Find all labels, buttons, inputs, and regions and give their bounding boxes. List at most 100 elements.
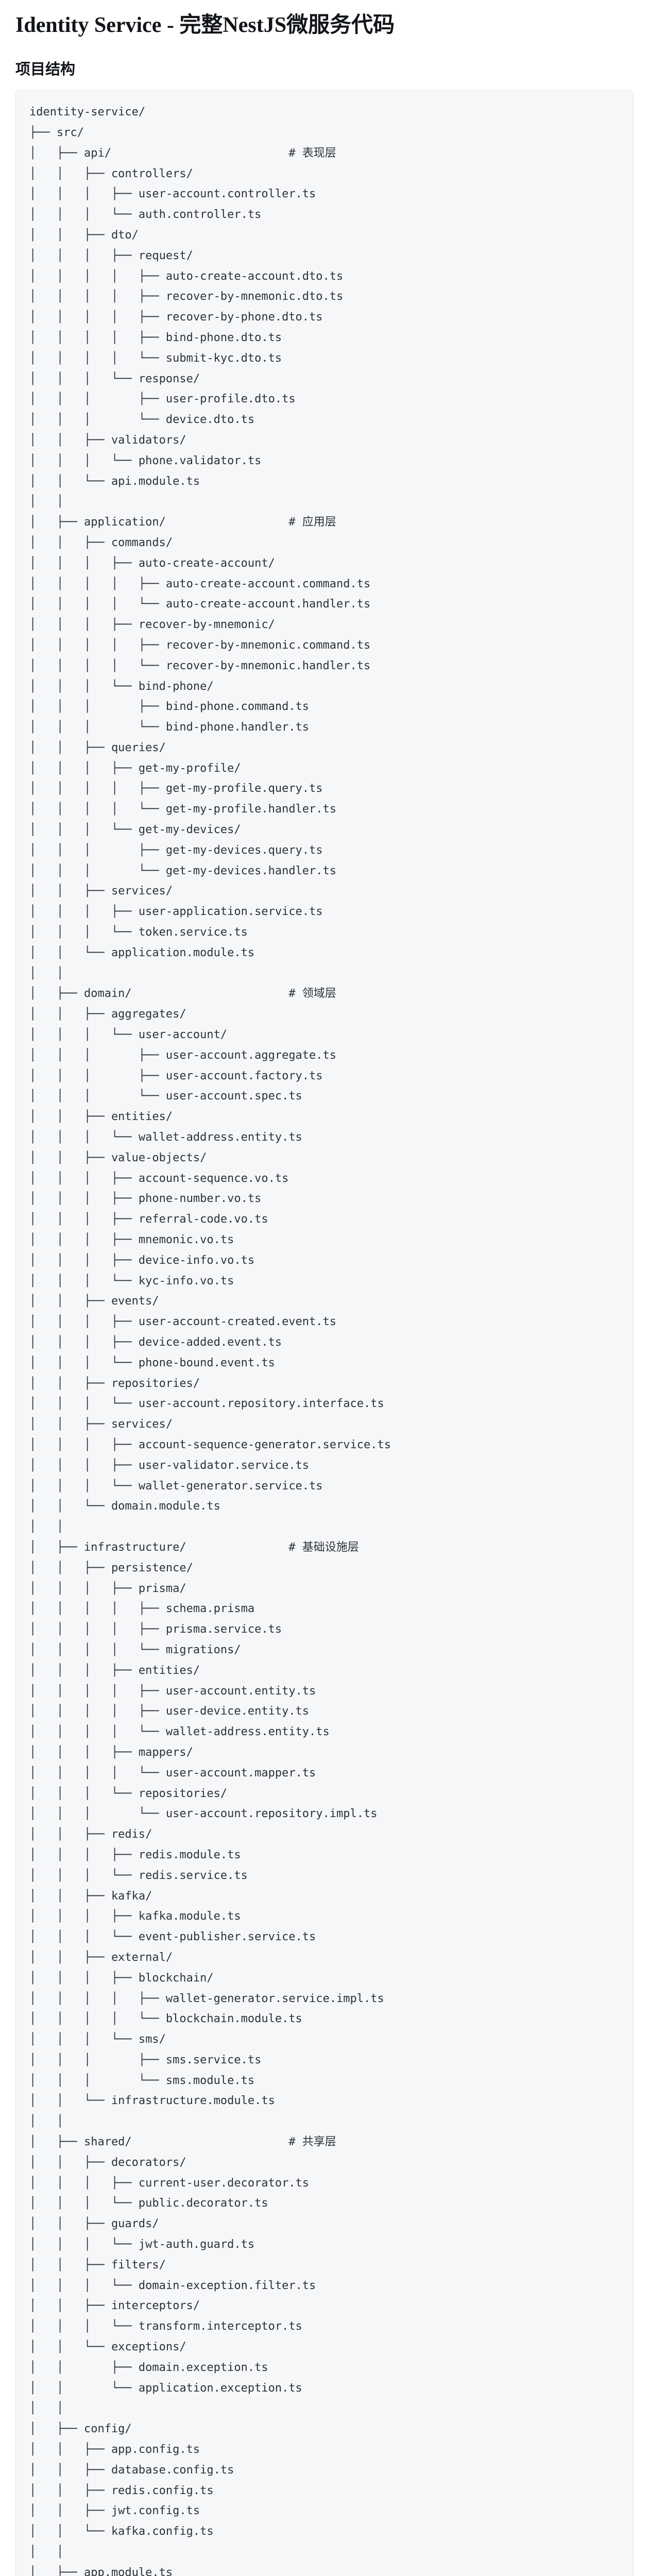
tree-line: │ │ │ │ ├── auto-create-account.dto.ts: [29, 269, 344, 283]
tree-line: │ │ │ ├── account-sequence.vo.ts: [29, 1172, 289, 1185]
tree-line: │ │ │ ├── user-account.aggregate.ts: [29, 1048, 337, 1062]
tree-line: │ │ ├── entities/: [29, 1110, 173, 1124]
tree-line: │ │ │ └── phone-bound.event.ts: [29, 1356, 275, 1369]
tree-line: │ │ │ │ └── user-account.mapper.ts: [29, 1766, 316, 1780]
tree-line: ├── src/: [29, 126, 84, 139]
tree-line: │ │: [29, 1520, 64, 1534]
tree-line: │ │ │ │ └── auto-create-account.handler.…: [29, 598, 371, 611]
tree-line: │ │ │ └── redis.service.ts: [29, 1869, 248, 1882]
tree-line: │ │: [29, 2546, 64, 2559]
tree-line: │ │ │ ├── bind-phone.command.ts: [29, 700, 310, 714]
tree-line: │ │ ├── decorators/: [29, 2156, 186, 2169]
tree-line: │ ├── infrastructure/ # 基础设施层: [29, 1540, 359, 1554]
tree-line: │ │ │ │ └── submit-kyc.dto.ts: [29, 351, 282, 365]
tree-line: │ │ │ │ ├── auto-create-account.command.…: [29, 577, 371, 590]
tree-line: │ │ │ │ └── recover-by-mnemonic.handler.…: [29, 659, 371, 672]
tree-line: │ │ ├── repositories/: [29, 1377, 200, 1390]
tree-line: │ │ │ │ ├── recover-by-mnemonic.dto.ts: [29, 290, 344, 303]
tree-line: │ │ │ ├── recover-by-mnemonic/: [29, 618, 275, 632]
tree-line: │ │: [29, 967, 64, 980]
tree-line: │ │ ├── persistence/: [29, 1561, 193, 1574]
tree-line: │ │ │ ├── blockchain/: [29, 1971, 214, 1985]
tree-line: │ │ ├── guards/: [29, 2217, 159, 2231]
tree-line: │ │ ├── value-objects/: [29, 1151, 207, 1164]
tree-line: │ │ │ │ └── get-my-profile.handler.ts: [29, 803, 337, 816]
tree-line: │ │ │ └── sms.module.ts: [29, 2074, 255, 2087]
tree-line: │ │ │ ├── user-account-created.event.ts: [29, 1315, 337, 1329]
tree-line: │ │ │ └── transform.interceptor.ts: [29, 2320, 302, 2333]
file-tree: identity-service/├── src/│ ├── api/ # 表现…: [29, 102, 620, 2576]
tree-line: │ │ │ ├── device-added.event.ts: [29, 1336, 282, 1349]
tree-line: │ │ │ ├── get-my-devices.query.ts: [29, 843, 323, 857]
tree-line: │ │ │ ├── user-validator.service.ts: [29, 1459, 310, 1472]
tree-line: │ │ │ ├── device-info.vo.ts: [29, 1253, 255, 1267]
tree-line: │ │ │ │ └── blockchain.module.ts: [29, 2012, 302, 2026]
tree-line: │ │ │ │ ├── schema.prisma: [29, 1602, 255, 1616]
tree-line: │ ├── domain/ # 领域层: [29, 987, 336, 1001]
tree-line: │ │ └── application.exception.ts: [29, 2381, 302, 2395]
tree-line: │ │ │ └── event-publisher.service.ts: [29, 1930, 316, 1944]
tree-line: │ ├── shared/ # 共享层: [29, 2136, 336, 2149]
tree-line: │ │ │ ├── mnemonic.vo.ts: [29, 1233, 234, 1247]
tree-line: │ │ │ └── token.service.ts: [29, 926, 248, 939]
tree-line: │ │ │ ├── user-profile.dto.ts: [29, 393, 296, 406]
tree-line: │ │ ├── external/: [29, 1951, 173, 1964]
tree-line: │ │ ├── validators/: [29, 433, 186, 447]
tree-line: │ │ │ └── get-my-devices/: [29, 823, 241, 837]
tree-line: │ │ └── api.module.ts: [29, 474, 200, 488]
tree-line: │ │ ├── redis/: [29, 1828, 152, 1841]
tree-line: │ │ ├── dto/: [29, 228, 139, 242]
tree-line: │ │ ├── kafka/: [29, 1889, 152, 1903]
tree-line: │ │ │ ├── entities/: [29, 1664, 200, 1677]
tree-line: │ │ │ └── user-account/: [29, 1028, 228, 1042]
tree-line: │ │ ├── events/: [29, 1295, 159, 1308]
tree-line: │ │ ├── domain.exception.ts: [29, 2361, 268, 2374]
tree-line: │ │ ├── app.config.ts: [29, 2443, 200, 2456]
tree-line: │ │ │ │ ├── wallet-generator.service.imp…: [29, 1992, 384, 2005]
tree-line: │ │ ├── controllers/: [29, 167, 193, 180]
tree-line: │ │ │ ├── mappers/: [29, 1745, 193, 1759]
tree-line: │ │ ├── jwt.config.ts: [29, 2504, 200, 2518]
tree-line: │ │ ├── redis.config.ts: [29, 2484, 214, 2497]
tree-line: │ │ │ └── user-account.repository.interf…: [29, 1397, 384, 1411]
tree-line: │ ├── app.module.ts: [29, 2566, 173, 2576]
tree-line: │ │ │ │ ├── user-device.entity.ts: [29, 1705, 310, 1718]
tree-line: │ │: [29, 2115, 64, 2128]
tree-line: │ │ │ └── domain-exception.filter.ts: [29, 2279, 316, 2292]
file-tree-code-block: identity-service/├── src/│ ├── api/ # 表现…: [15, 90, 634, 2576]
tree-line: │ │ │ ├── user-account.controller.ts: [29, 188, 316, 201]
tree-line: │ │ │ ├── account-sequence-generator.ser…: [29, 1438, 391, 1451]
tree-line: │ │ │ ├── user-application.service.ts: [29, 905, 323, 919]
tree-line: │ │ └── exceptions/: [29, 2341, 186, 2354]
tree-line: │ │ ├── commands/: [29, 536, 173, 549]
tree-line: │ │ │ └── bind-phone/: [29, 680, 214, 693]
tree-line: │ │ └── domain.module.ts: [29, 1500, 220, 1513]
tree-line: │ │: [29, 495, 64, 509]
tree-line: │ ├── api/ # 表现层: [29, 146, 336, 160]
tree-line: │ │ │ │ ├── bind-phone.dto.ts: [29, 331, 282, 344]
tree-line: │ │ │ └── user-account.repository.impl.t…: [29, 1807, 378, 1821]
tree-line: │ │ │ └── phone.validator.ts: [29, 454, 262, 467]
tree-line: │ ├── application/ # 应用层: [29, 516, 336, 529]
tree-line: │ │ ├── aggregates/: [29, 1008, 186, 1021]
page-title: Identity Service - 完整NestJS微服务代码: [15, 13, 395, 37]
tree-line: │ │ │ └── repositories/: [29, 1787, 228, 1800]
tree-line: │ │ │ └── sms/: [29, 2033, 166, 2046]
tree-line: │ │ │ │ └── wallet-address.entity.ts: [29, 1725, 330, 1739]
tree-line: │ │ │ └── wallet-generator.service.ts: [29, 1479, 323, 1493]
tree-line: │ │ ├── interceptors/: [29, 2299, 200, 2313]
tree-line: │ │ │ └── auth.controller.ts: [29, 208, 262, 222]
tree-line: │ │ │ ├── phone-number.vo.ts: [29, 1192, 262, 1206]
tree-line: │ │ ├── queries/: [29, 741, 166, 754]
tree-line: │ │ │ └── user-account.spec.ts: [29, 1090, 302, 1103]
tree-line: │ │ │ └── bind-phone.handler.ts: [29, 721, 310, 734]
tree-line: │ │ │ │ ├── get-my-profile.query.ts: [29, 782, 323, 795]
tree-line: │ │ └── infrastructure.module.ts: [29, 2094, 275, 2108]
tree-line: │ │ └── application.module.ts: [29, 946, 255, 959]
tree-line: │ │ │ │ ├── recover-by-phone.dto.ts: [29, 311, 323, 324]
tree-line: │ │ ├── database.config.ts: [29, 2463, 234, 2477]
tree-line: │ │ │ ├── sms.service.ts: [29, 2053, 262, 2066]
tree-line: │ │: [29, 2402, 64, 2415]
tree-line: │ │ │ ├── prisma/: [29, 1582, 186, 1595]
